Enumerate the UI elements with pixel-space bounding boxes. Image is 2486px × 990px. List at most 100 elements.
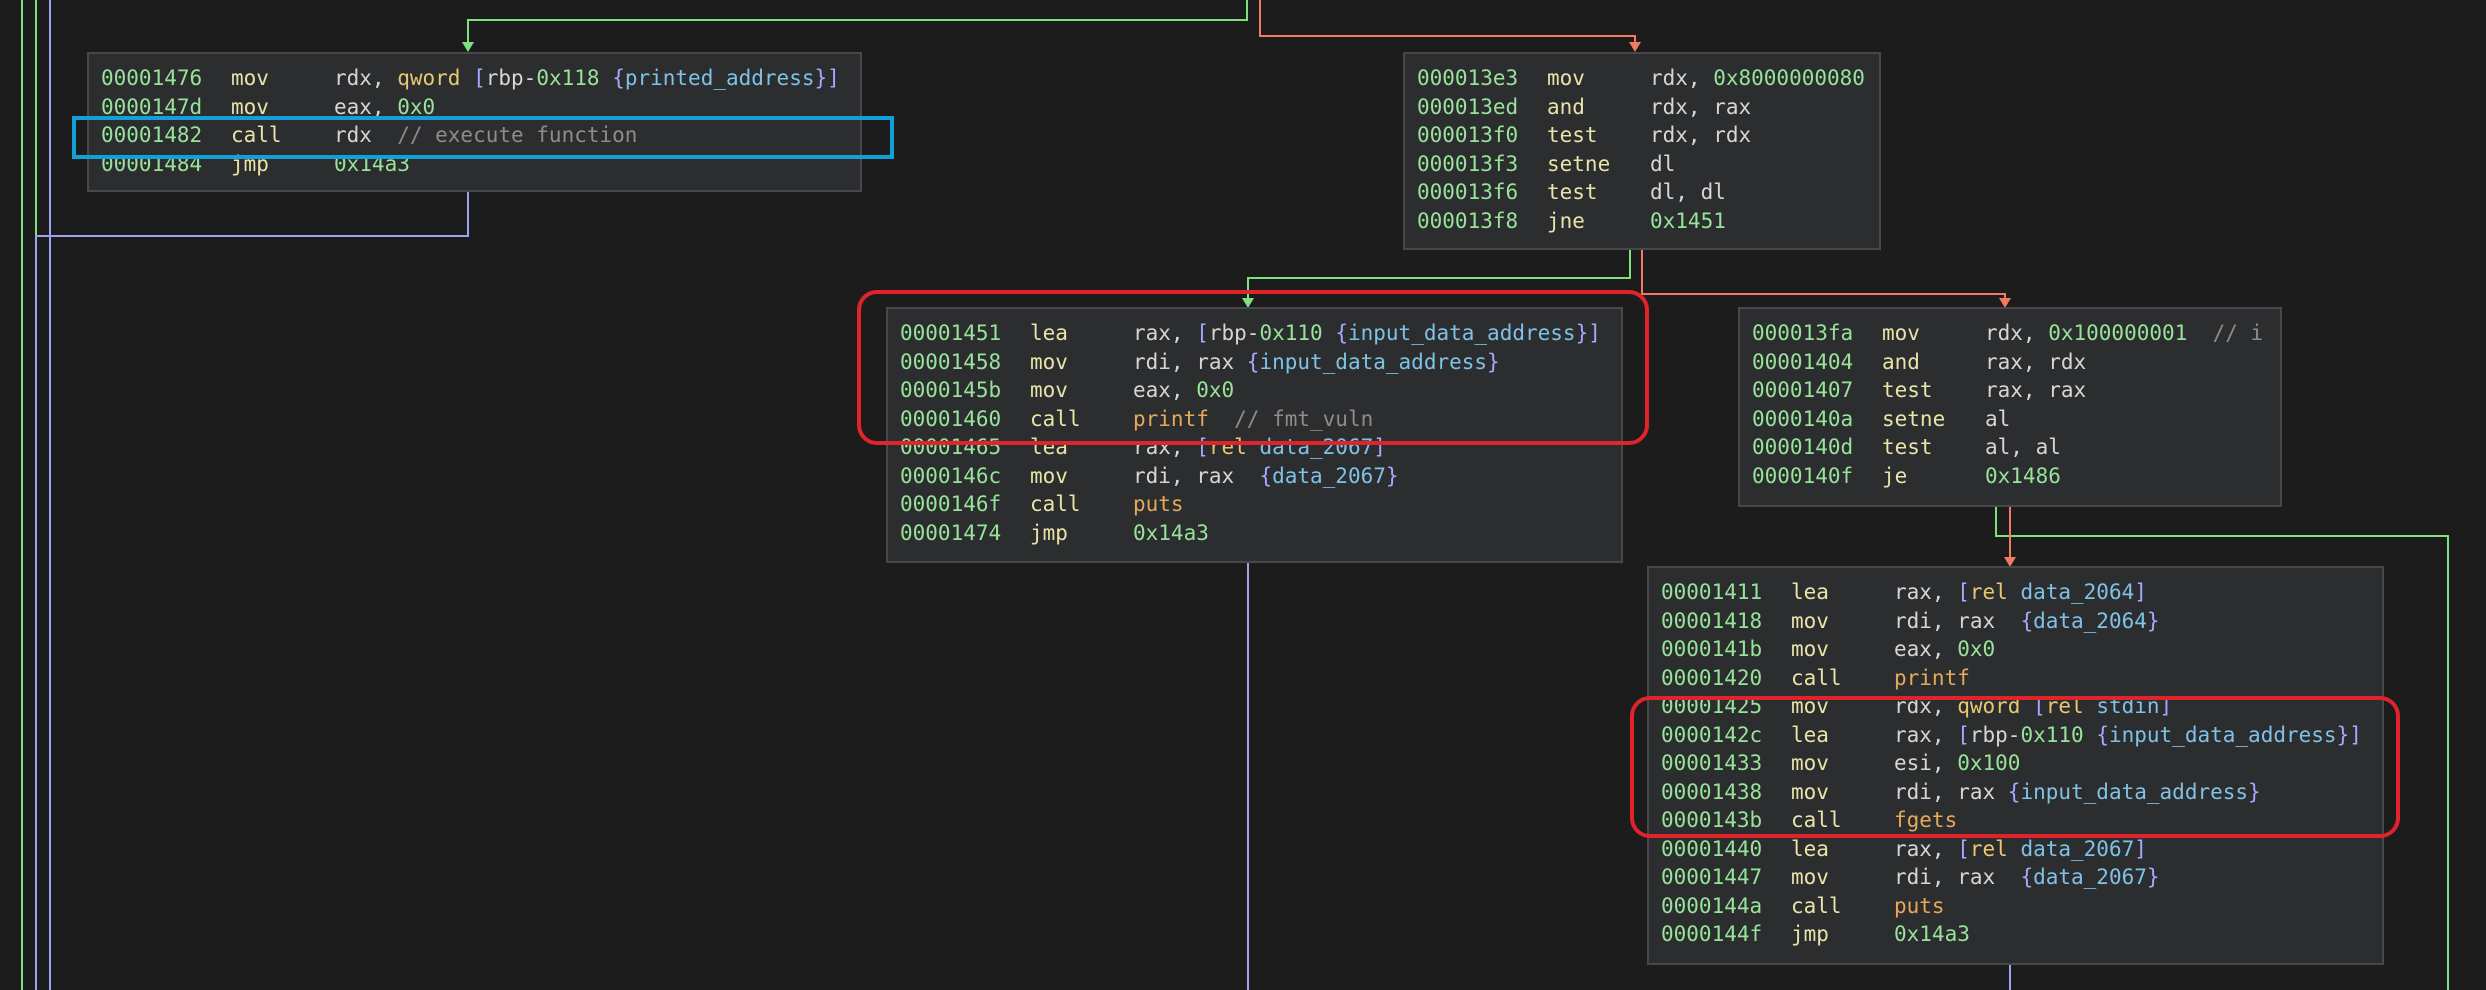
instruction-address[interactable]: 00001476 [101,66,203,90]
instruction-address[interactable]: 0000143b [1661,808,1763,832]
instruction-operands: esi, 0x100 [1894,751,2020,775]
instruction-address[interactable]: 0000141b [1661,637,1763,661]
symbol-reference[interactable]: printed_address [624,66,815,90]
symbol-reference[interactable]: data_2064 [2020,580,2135,604]
instruction-address[interactable]: 00001404 [1752,349,1854,374]
instruction-mnemonic: setne [1882,406,1946,431]
symbol-reference[interactable]: data_2067 [2020,836,2135,861]
instruction-address[interactable]: 0000147d [101,94,203,119]
instruction-address[interactable]: 000013fa [1752,321,1854,345]
function-reference[interactable]: puts [1133,492,1184,516]
instruction-address[interactable]: 0000145b [900,378,1002,402]
function-reference[interactable]: fgets [1894,808,1958,832]
instruction-address[interactable]: 000013ed [1417,94,1519,119]
instruction-address[interactable]: 0000142c [1661,722,1763,747]
instruction-address[interactable]: 0000140a [1752,406,1854,431]
instruction-address[interactable]: 0000144f [1661,922,1763,946]
instruction-address[interactable]: 00001474 [900,520,1002,545]
symbol-reference[interactable]: input_data_address [2020,779,2249,804]
symbol-reference[interactable]: stdin [2096,694,2160,718]
instruction-address[interactable]: 00001460 [900,406,1002,431]
symbol-reference[interactable]: data_2067 [1259,435,1374,459]
function-reference[interactable]: puts [1894,893,1945,918]
instruction-operands: eax, 0x0 [1894,637,1995,661]
instruction-address[interactable]: 00001420 [1661,665,1763,690]
instruction-address[interactable]: 000013f8 [1417,208,1519,233]
instruction-address[interactable]: 00001411 [1661,580,1763,604]
instruction-mnemonic: jmp [1791,922,1829,946]
instruction-address[interactable]: 00001482 [101,123,203,147]
instruction-address[interactable]: 000013f3 [1417,151,1519,176]
symbol-reference[interactable]: input_data_address [2108,722,2337,747]
function-reference[interactable]: printf [1133,406,1209,431]
symbol-reference[interactable]: input_data_address [1347,321,1576,345]
instruction-address[interactable]: 00001484 [101,151,203,176]
function-reference[interactable]: printf [1894,665,1970,690]
instruction-address[interactable]: 0000146c [900,463,1002,488]
instruction-address[interactable]: 00001440 [1661,836,1763,861]
instruction-address[interactable]: 0000144a [1661,893,1763,918]
instruction-address[interactable]: 00001418 [1661,608,1763,633]
instruction-address[interactable]: 00001425 [1661,694,1763,718]
symbol-reference[interactable]: data_2067 [1272,463,1386,488]
instruction-address[interactable]: 00001438 [1661,779,1763,804]
instruction-address[interactable]: 00001451 [900,321,1002,345]
instruction-address[interactable]: 000013e3 [1417,66,1519,90]
instruction-address[interactable]: 0000146f [900,492,1002,516]
symbol-reference[interactable]: input_data_address [1259,349,1488,374]
instruction-address[interactable]: 0000140d [1752,435,1854,459]
instruction-address[interactable]: 00001447 [1661,865,1763,889]
instruction-address[interactable]: 0000140f [1752,463,1854,488]
instruction-address[interactable]: 00001465 [900,435,1002,459]
symbol-reference[interactable]: data_2067 [2033,865,2147,889]
instruction-address[interactable]: 00001407 [1752,378,1854,402]
instruction-address[interactable]: 00001433 [1661,751,1763,775]
symbol-reference[interactable]: data_2064 [2033,608,2147,633]
instruction-address[interactable]: 00001458 [900,349,1002,374]
instruction-address[interactable]: 000013f0 [1417,123,1519,147]
instruction-address[interactable]: 000013f6 [1417,180,1519,204]
